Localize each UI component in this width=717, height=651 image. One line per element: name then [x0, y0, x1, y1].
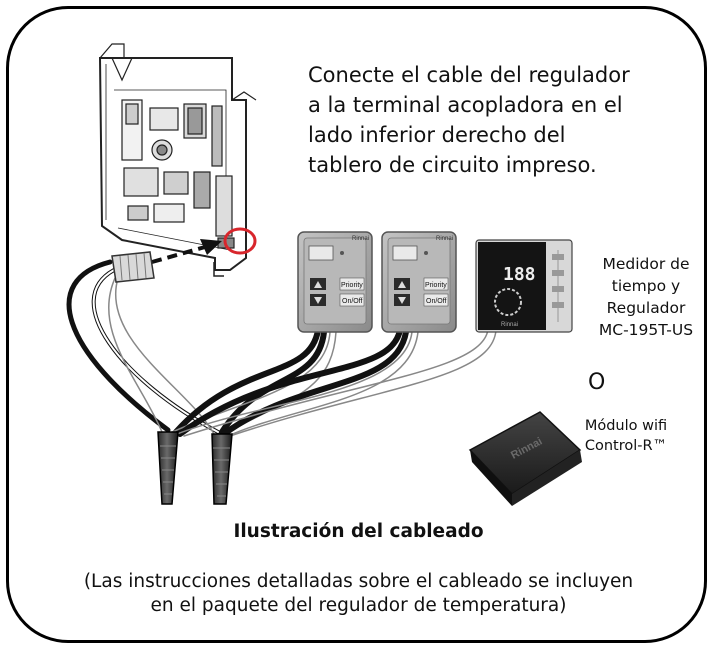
wire-nut-right: [211, 433, 233, 505]
instruction-line: Conecte el cable del regulador: [308, 63, 630, 87]
timer-label-line: Regulador: [606, 299, 686, 317]
wifi-module: Rinnai: [468, 411, 582, 506]
cable-connector: [111, 251, 155, 283]
mc195t-display: 188: [503, 264, 536, 285]
footnote: (Las instrucciones detalladas sobre el c…: [0, 570, 717, 618]
controller-1-onoff: On/Off: [342, 298, 363, 305]
timer-label-line: MC-195T-US: [598, 321, 694, 339]
controller-1-brand: Rinnai: [352, 236, 369, 242]
instruction-line: lado inferior derecho del: [308, 123, 566, 147]
wire-nut-left: [157, 431, 179, 505]
wifi-label-line: Módulo wifi: [584, 418, 668, 434]
rounded-frame: [6, 6, 707, 643]
mc195t-controller: 188 Rinnai: [475, 239, 573, 333]
timer-label-line: tiempo y: [611, 277, 681, 295]
mc195t-brand: Rinnai: [501, 322, 518, 328]
connection-arrow: [151, 239, 222, 264]
caption: Ilustración del cableado: [233, 521, 484, 542]
gray-controller-1: Rinnai Priority On/Off: [297, 231, 373, 333]
circuit-board: [98, 43, 257, 277]
terminal-highlight-circle: [223, 227, 257, 255]
instruction-line: a la terminal acopladora en el: [308, 93, 623, 117]
gray-controller-2: Rinnai Priority On/Off: [381, 231, 457, 333]
timer-label-line: Medidor de: [602, 255, 690, 273]
controller-1-priority: Priority: [341, 282, 363, 289]
wifi-module-label: Módulo wifi Control-R™: [556, 416, 696, 456]
footnote-line: (Las instrucciones detalladas sobre el c…: [83, 571, 634, 592]
timer-controller-label: Medidor de tiempo y Regulador MC-195T-US: [586, 253, 706, 341]
controller-2-onoff: On/Off: [426, 298, 447, 305]
controller-2-priority: Priority: [425, 282, 447, 289]
wifi-label-line: Control-R™: [584, 438, 668, 454]
footnote-line: en el paquete del regulador de temperatu…: [150, 595, 567, 616]
instruction-line: tablero de circuito impreso.: [308, 153, 597, 177]
or-label: O: [588, 370, 606, 395]
cable-bundle: [64, 257, 497, 437]
instruction-text: Conecte el cable del regulador a la term…: [308, 60, 668, 180]
controller-2-brand: Rinnai: [436, 236, 453, 242]
